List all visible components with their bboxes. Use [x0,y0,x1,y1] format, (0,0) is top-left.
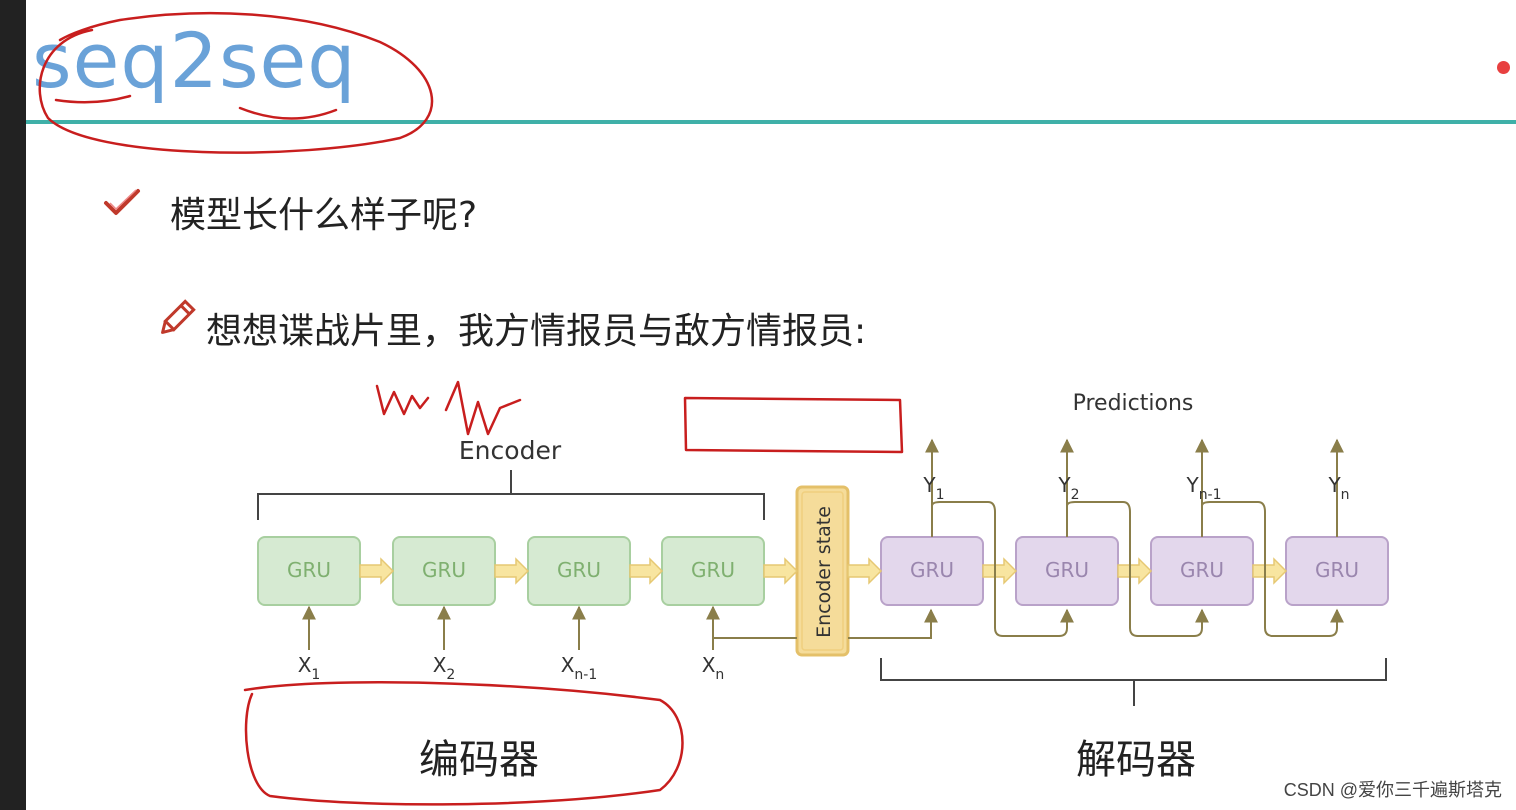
state-to-y1-path [848,608,938,639]
bullet-question: 模型长什么样子呢? [170,195,478,236]
hidden-state-arrow [629,557,664,585]
output-label-1: Y1 [922,473,944,503]
feedback-loop [1201,501,1344,637]
encoder-bracket [257,470,765,520]
annotation-title-underline-2 [238,106,338,120]
output-label-3: Yn-1 [1185,473,1221,503]
gru-label: GRU [910,558,954,582]
gru-label: GRU [691,558,735,582]
encoder-gru-cell: GRU [392,536,496,606]
annotation-title-underline-1 [54,94,132,104]
checkmark-icon [104,189,140,215]
annotation-title-circle [38,11,434,154]
decoder-caption: 解码器 [1076,737,1196,783]
gru-label: GRU [557,558,601,582]
hidden-state-arrow [847,557,883,585]
decoder-outputs: Y1 Y2 Yn-1 Yn [922,438,1350,637]
decoder-gru-cell: GRU [880,536,984,606]
encoder-caption: 编码器 [419,737,539,783]
hidden-state-arrow [1117,557,1153,585]
hidden-state-arrow [359,557,395,585]
hidden-state-flows [359,557,1288,585]
encoder-gru-cell: GRU [661,536,765,606]
encoder-state-label: Encoder state [813,506,835,638]
pointer-dot [1497,61,1510,74]
feedback-loop [931,501,1074,637]
watermark: CSDN @爱你三千遍斯塔克 [1283,780,1502,800]
gru-label: GRU [422,558,466,582]
left-sidebar-bar [0,0,26,810]
input-label-3: Xn-1 [561,653,598,683]
pencil-icon [161,299,196,334]
xn-to-state-path [712,608,797,639]
decoder-gru-cell: GRU [1285,536,1389,606]
gru-label: GRU [1045,558,1089,582]
feedback-loop [1066,501,1209,637]
output-label-4: Yn [1327,473,1349,503]
decoder-gru-cell: GRU [1015,536,1119,606]
encoder-gru-cell: GRU [257,536,361,606]
hidden-state-arrow [1252,557,1288,585]
title-underline-rule [26,120,1516,124]
decoder-cells: GRU GRU GRU GRU [880,536,1389,606]
encoder-gru-cell: GRU [527,536,631,606]
input-label-2: X2 [433,653,456,683]
annotation-encoder-circle [243,681,684,806]
output-label-2: Y2 [1057,473,1079,503]
encoder-label: Encoder [459,436,562,465]
predictions-label: Predictions [1073,391,1194,416]
decoder-gru-cell: GRU [1150,536,1254,606]
annotation-scribble-w1 [375,384,430,416]
input-label-4: Xn [702,653,725,683]
handwritten-annotations [38,11,904,806]
encoder-inputs: X1 X2 Xn-1 Xn [298,605,725,683]
input-label-1: X1 [298,653,321,683]
decoder-bracket [880,658,1387,706]
bullet-spy-analogy: 想想谍战片里，我方情报员与敌方情报员: [206,311,867,352]
annotation-scribble-w2 [444,380,522,436]
hidden-state-arrow [763,557,799,585]
gru-label: GRU [1180,558,1224,582]
hidden-state-arrow [494,557,530,585]
gru-label: GRU [287,558,331,582]
hidden-state-arrow [982,557,1018,585]
gru-label: GRU [1315,558,1359,582]
annotation-empty-box [683,396,904,454]
